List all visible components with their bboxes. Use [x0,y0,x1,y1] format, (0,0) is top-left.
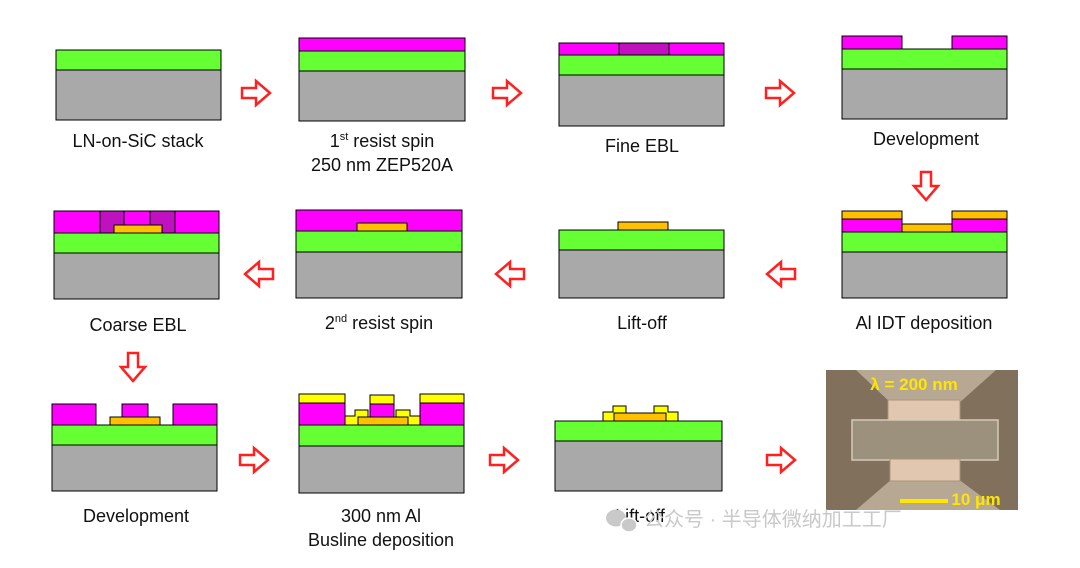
resist-layer [298,37,466,52]
ln-layer [554,420,723,442]
step-label: Coarse EBL [89,315,186,335]
step-second-resist-spin: 2nd resist spin [295,209,463,333]
ln-layer [841,231,1008,253]
resist-left [51,403,97,426]
step-sublabel: 250 nm ZEP520A [311,155,453,175]
resist-right [951,218,1008,233]
resist-left [841,218,903,233]
wavelength-label: λ = 200 nm [870,375,957,394]
ln-layer [295,230,463,253]
al-idt [901,223,953,233]
resist-right [951,35,1008,50]
substrate-layer [298,70,466,122]
arrow-right-icon [764,79,796,107]
substrate-layer [841,251,1008,299]
ln-layer [841,48,1008,70]
ln-layer [55,49,222,71]
al-idt [617,221,669,231]
resist-right [172,403,218,426]
step-label: Al IDT deposition [856,313,993,333]
arrow-down-icon [912,170,940,202]
pad-bottom [889,458,961,482]
ln-layer [558,54,725,76]
resist-left [298,402,346,426]
al-idt [357,416,409,426]
resist-center [121,403,149,418]
arrow-right-icon [491,79,523,107]
al-on-resist-left [841,210,903,220]
substrate-layer [841,68,1008,120]
substrate-layer [558,74,725,127]
exposed-resist [618,42,670,56]
ln-layer [558,229,725,251]
step-label: 2nd resist spin [325,313,433,333]
arrow-right-icon [240,79,272,107]
substrate-layer [55,69,222,121]
scale-label: 10 μm [951,490,1000,509]
resist-right [419,402,465,426]
busline-on-resist-left [298,393,346,404]
busline-right [653,405,679,422]
ln-layer [53,232,220,254]
step-label: LN-on-SiC stack [72,131,204,151]
step-lift-off-2: Lift-off [554,405,723,526]
substrate-layer [558,249,725,299]
wechat-icon [606,509,638,533]
watermark: 公众号 · 半导体微纳加工工厂 [606,508,902,533]
step-label: Development [83,506,189,526]
arrow-left-icon [765,260,797,288]
step-sublabel: Busline deposition [308,530,454,550]
busline-on-resist-center [369,394,395,405]
step-busline-deposition: 300 nm Al Busline deposition [298,393,465,550]
arrow-left-icon [243,260,275,288]
busline-left [602,405,627,422]
al-idt [356,222,408,232]
step-lift-off-1: Lift-off [558,221,725,333]
arrow-right-icon [488,446,520,474]
ln-layer [51,424,218,446]
substrate-layer [51,444,218,492]
substrate-layer [53,252,220,300]
arrow-left-icon [494,260,526,288]
arrow-right-icon [238,446,270,474]
step-label: 300 nm Al [341,506,421,526]
device-micrograph: λ = 200 nm 10 μm [826,370,1018,510]
busline-top [856,370,996,404]
ln-layer [298,50,466,72]
step-ln-on-sic-stack: LN-on-SiC stack [55,49,222,151]
arrow-down-icon [119,351,147,383]
al-idt [109,416,161,426]
substrate-layer [295,251,463,299]
busline-left [344,409,369,426]
resist-left [841,35,903,50]
step-coarse-ebl: Coarse EBL [53,210,220,335]
ln-layer [298,424,465,447]
idt-area [851,419,999,461]
busline-right [395,409,421,426]
step-al-idt-deposition: Al IDT deposition [841,210,1008,333]
watermark-text: 公众号 · 半导体微纳加工工厂 [644,508,902,531]
substrate-layer [554,440,723,492]
al-on-resist-right [951,210,1008,220]
busline-on-resist-right [419,393,465,404]
step-label: 1st resist spin [330,131,435,151]
substrate-layer [298,445,465,494]
resist-center [369,403,395,418]
step-development-2: Development [51,403,218,526]
al-idt [113,224,163,234]
step-label: Fine EBL [605,136,679,156]
scale-bar [900,499,948,503]
step-development-1: Development [841,35,1008,149]
al-idt [613,412,667,422]
busline-bottom [856,479,1000,510]
step-label: Development [873,129,979,149]
step-first-resist-spin: 1st resist spin 250 nm ZEP520A [298,37,466,175]
arrow-right-icon [765,446,797,474]
step-label: Lift-off [617,313,668,333]
step-fine-ebl: Fine EBL [558,42,725,156]
